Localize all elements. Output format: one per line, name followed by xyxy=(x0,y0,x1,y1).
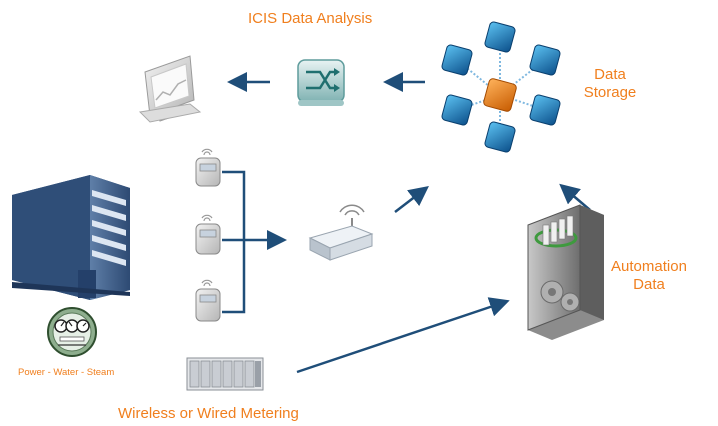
computer-monitor-icon xyxy=(138,55,202,123)
flow-arrows xyxy=(222,72,591,374)
data-storage-label: Data Storage xyxy=(580,66,640,102)
office-building-icon xyxy=(12,175,130,300)
data-analysis-label: ICIS Data Analysis xyxy=(248,10,373,27)
utilities-label: Power - Water - Steam xyxy=(18,367,115,378)
arrow-plc-to-automation xyxy=(296,297,510,374)
automation-label-line2: Data xyxy=(633,276,665,293)
wireless-meter-middle xyxy=(195,214,221,255)
automation-server-icon xyxy=(527,204,604,340)
utility-meter-icon xyxy=(47,307,97,357)
arrow-router-to-storage xyxy=(394,185,429,213)
wireless-router-icon xyxy=(308,204,374,261)
network-switch-icon xyxy=(297,59,345,106)
meter-bus-lines xyxy=(222,170,246,314)
data-storage-hub-icon xyxy=(441,21,561,153)
data-storage-label-line2: Storage xyxy=(583,84,637,101)
wireless-meter-top xyxy=(195,148,221,187)
arrow-automation-to-storage xyxy=(559,183,591,211)
automation-data-label: Automation Data xyxy=(604,258,694,294)
plc-controller-icon xyxy=(186,357,264,391)
automation-label-line1: Automation xyxy=(611,258,687,275)
wireless-meter-bottom xyxy=(195,279,221,322)
data-storage-label-line1: Data xyxy=(594,66,626,83)
metering-label: Wireless or Wired Metering xyxy=(118,405,299,422)
